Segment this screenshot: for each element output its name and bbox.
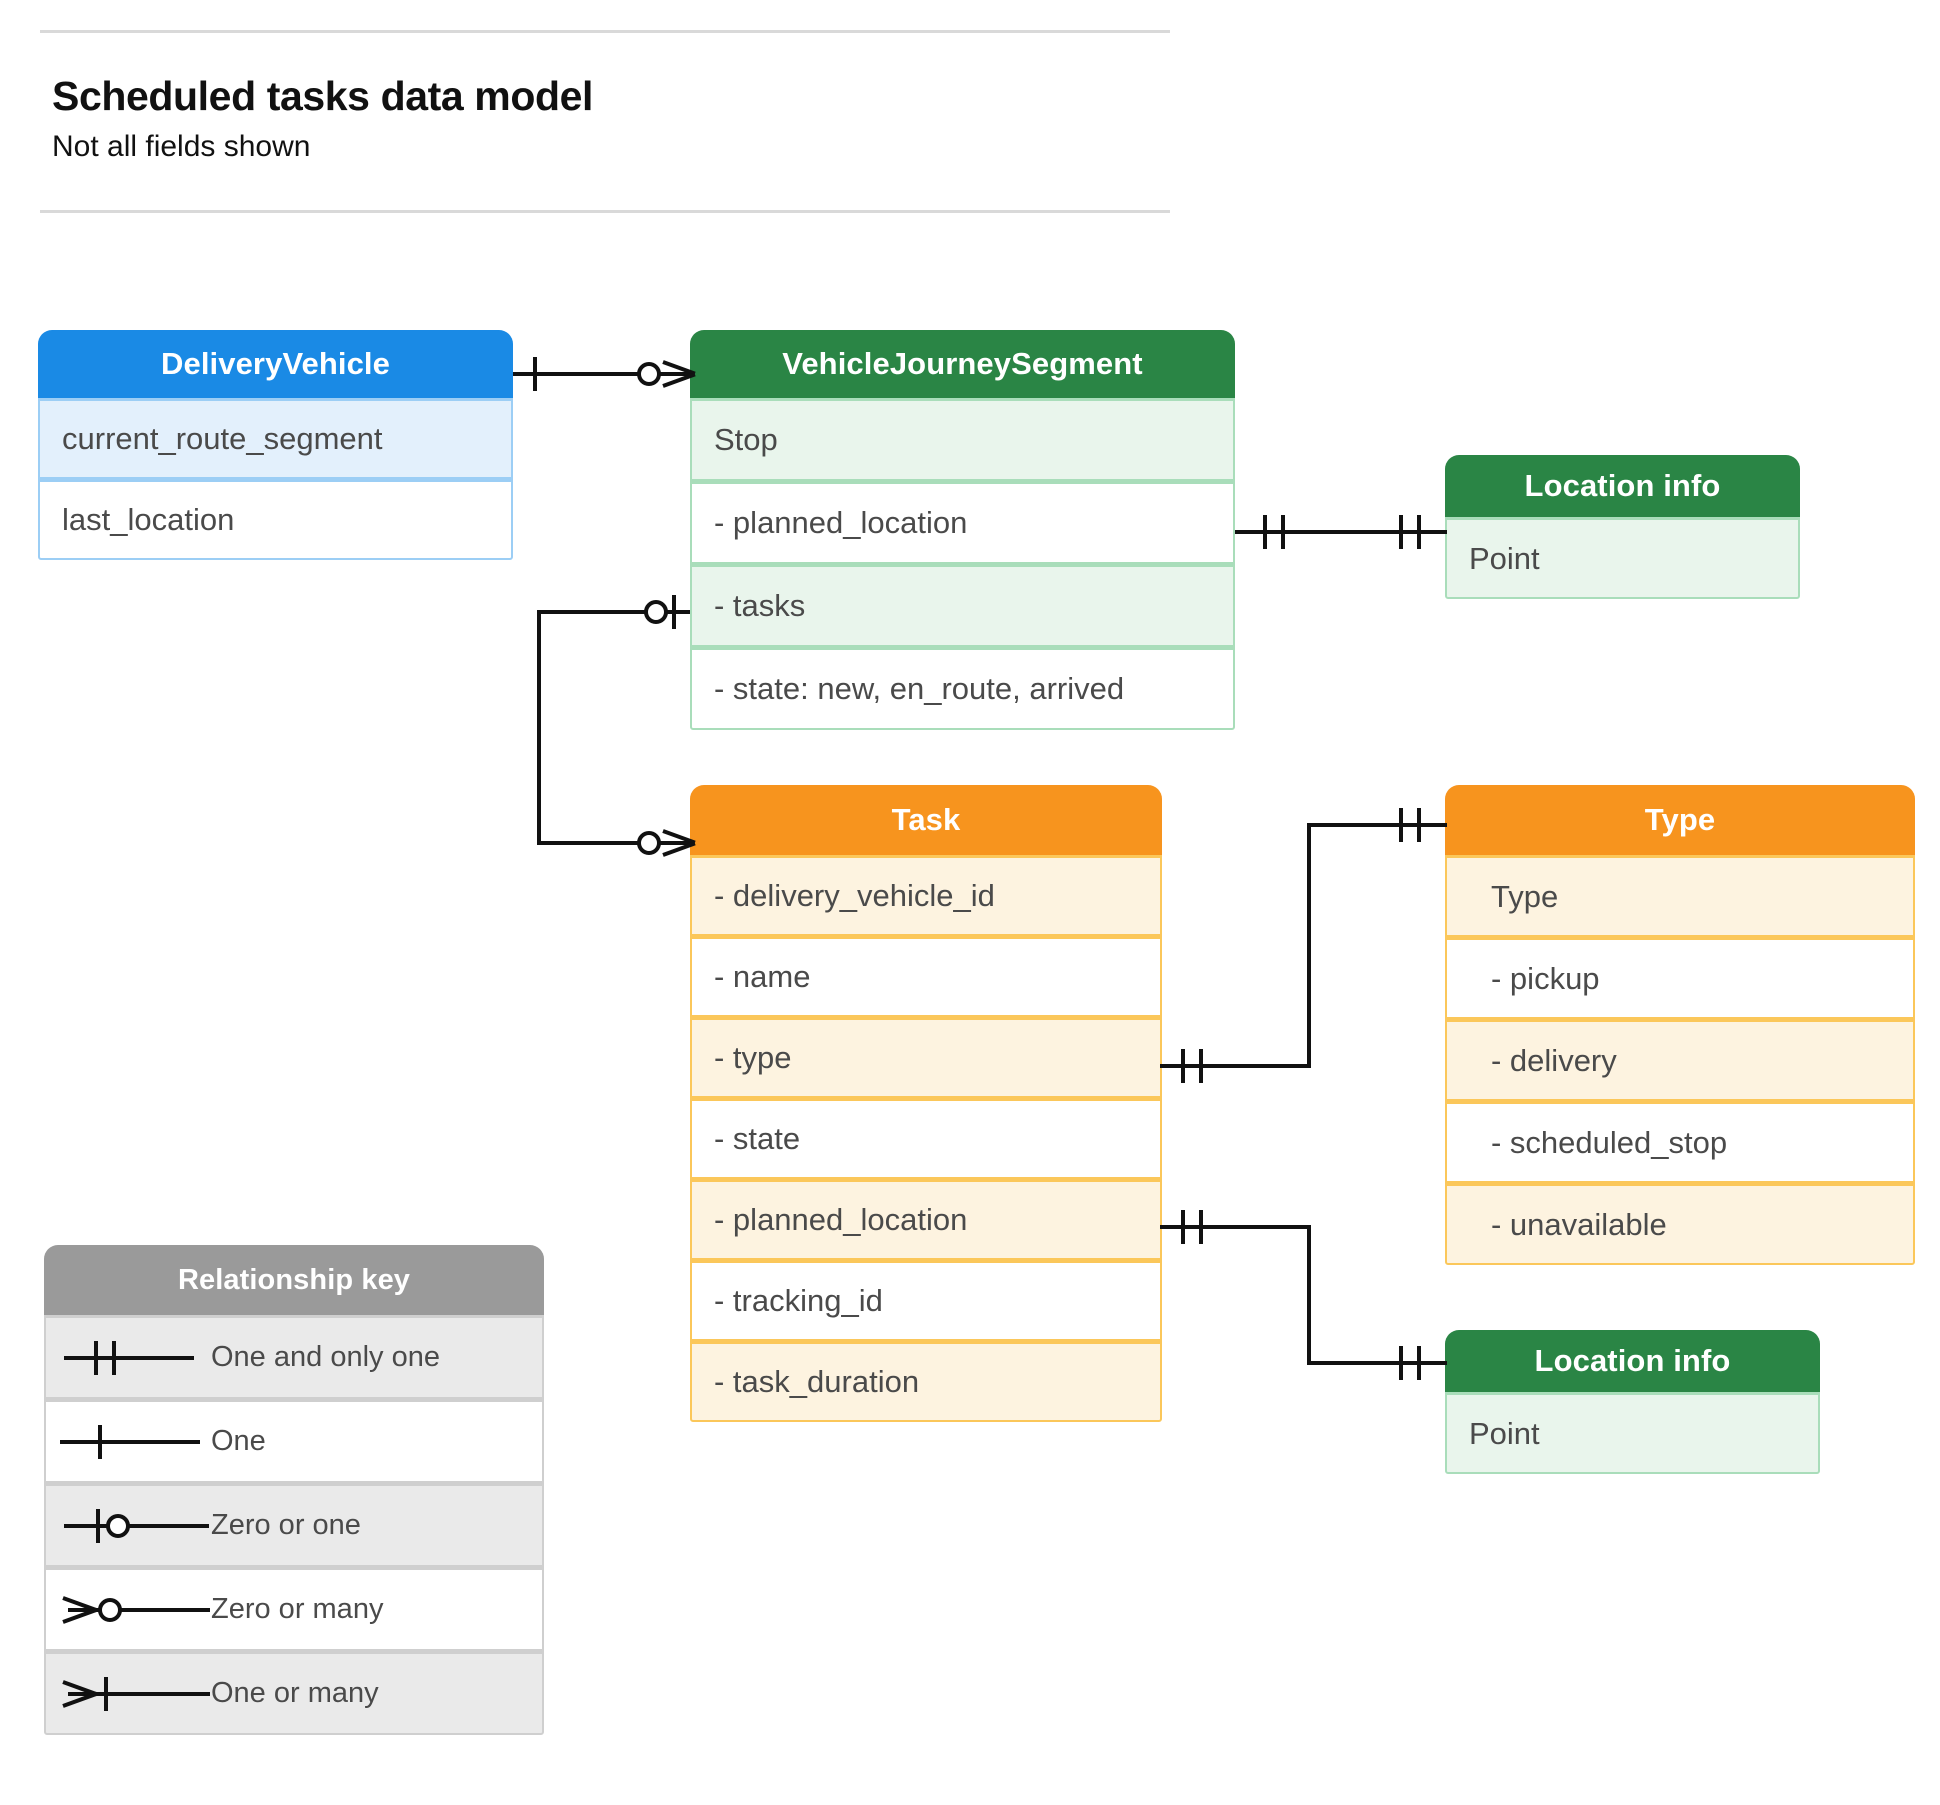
legend-item: Zero or many [44,1567,544,1651]
entity-row: - type [690,1017,1162,1098]
legend-relationship-key[interactable]: Relationship key One and only one One Ze… [44,1245,544,1735]
entity-row-label: - delivery [1491,1042,1617,1078]
legend-title: Relationship key [44,1245,544,1315]
entity-row-label: - scheduled_stop [1491,1124,1728,1160]
legend-item-label: One and only one [211,1341,440,1373]
entity-row: - planned_location [690,481,1235,564]
entity-row: - unavailable [1445,1183,1915,1265]
entity-row: - tracking_id [690,1260,1162,1341]
entity-row: Point [1445,517,1800,599]
legend-item: Zero or one [44,1483,544,1567]
one-and-only-one-tick [1417,515,1421,549]
entity-row: Point [1445,1392,1820,1474]
one-and-only-one-tick [1399,808,1403,842]
page-header: Scheduled tasks data model Not all field… [40,30,1170,213]
one-tick [533,357,537,391]
entity-location-info-top[interactable]: Location info Point [1445,455,1800,599]
one-and-only-one-tick [1399,515,1403,549]
entity-location-info-bottom[interactable]: Location info Point [1445,1330,1820,1474]
entity-row: - state [690,1098,1162,1179]
legend-item: One [44,1399,544,1483]
one-and-only-one-icon [46,1316,201,1400]
entity-type[interactable]: Type Type - pickup - delivery - schedule… [1445,785,1915,1265]
zero-ring [637,362,661,386]
entity-row: last_location [38,479,513,560]
entity-row: - delivery_vehicle_id [690,855,1162,936]
entity-delivery-vehicle-title: DeliveryVehicle [38,330,513,398]
entity-location-info-bottom-title: Location info [1445,1330,1820,1392]
legend-item: One or many [44,1651,544,1735]
one-and-only-one-tick [1181,1049,1185,1083]
entity-row: - name [690,936,1162,1017]
entity-row: Stop [690,398,1235,481]
one-and-only-one-tick [1417,808,1421,842]
entity-row: - scheduled_stop [1445,1101,1915,1183]
zero-ring [637,831,661,855]
zero-or-one-icon [46,1484,209,1568]
entity-row: Type [1445,855,1915,937]
entity-row: - delivery [1445,1019,1915,1101]
one-and-only-one-tick [1399,1346,1403,1380]
entity-type-title: Type [1445,785,1915,855]
legend-item: One and only one [44,1315,544,1399]
entity-row: - planned_location [690,1179,1162,1260]
entity-location-info-top-title: Location info [1445,455,1800,517]
one-and-only-one-tick [1281,515,1285,549]
entity-vehicle-journey-segment[interactable]: VehicleJourneySegment Stop - planned_loc… [690,330,1235,730]
page-title: Scheduled tasks data model [52,73,593,119]
one-and-only-one-tick [1263,515,1267,549]
entity-vehicle-journey-segment-title: VehicleJourneySegment [690,330,1235,398]
one-or-many-icon [46,1652,210,1736]
one-and-only-one-tick [1199,1210,1203,1244]
entity-row: - state: new, en_route, arrived [690,647,1235,730]
one-icon [46,1400,201,1484]
one-tick [672,595,676,629]
legend-item-label: One or many [211,1677,379,1709]
legend-item-label: One [211,1425,266,1457]
entity-task[interactable]: Task - delivery_vehicle_id - name - type… [690,785,1162,1422]
entity-row: - tasks [690,564,1235,647]
entity-delivery-vehicle[interactable]: DeliveryVehicle current_route_segment la… [38,330,513,560]
header-rule-top [40,30,1170,33]
entity-task-title: Task [690,785,1162,855]
header-rule-bottom [40,210,1170,213]
entity-row: - pickup [1445,937,1915,1019]
entity-row-label: Type [1491,878,1559,914]
page-subtitle: Not all fields shown [52,130,311,163]
one-and-only-one-tick [1181,1210,1185,1244]
one-and-only-one-tick [1199,1049,1203,1083]
entity-row-label: - pickup [1491,960,1600,996]
entity-row: current_route_segment [38,398,513,479]
zero-or-many-icon [46,1568,210,1652]
entity-row-label: - unavailable [1491,1206,1667,1242]
legend-item-label: Zero or one [211,1509,361,1541]
entity-row: - task_duration [690,1341,1162,1422]
zero-ring [644,600,668,624]
legend-item-label: Zero or many [211,1593,384,1625]
one-and-only-one-tick [1417,1346,1421,1380]
